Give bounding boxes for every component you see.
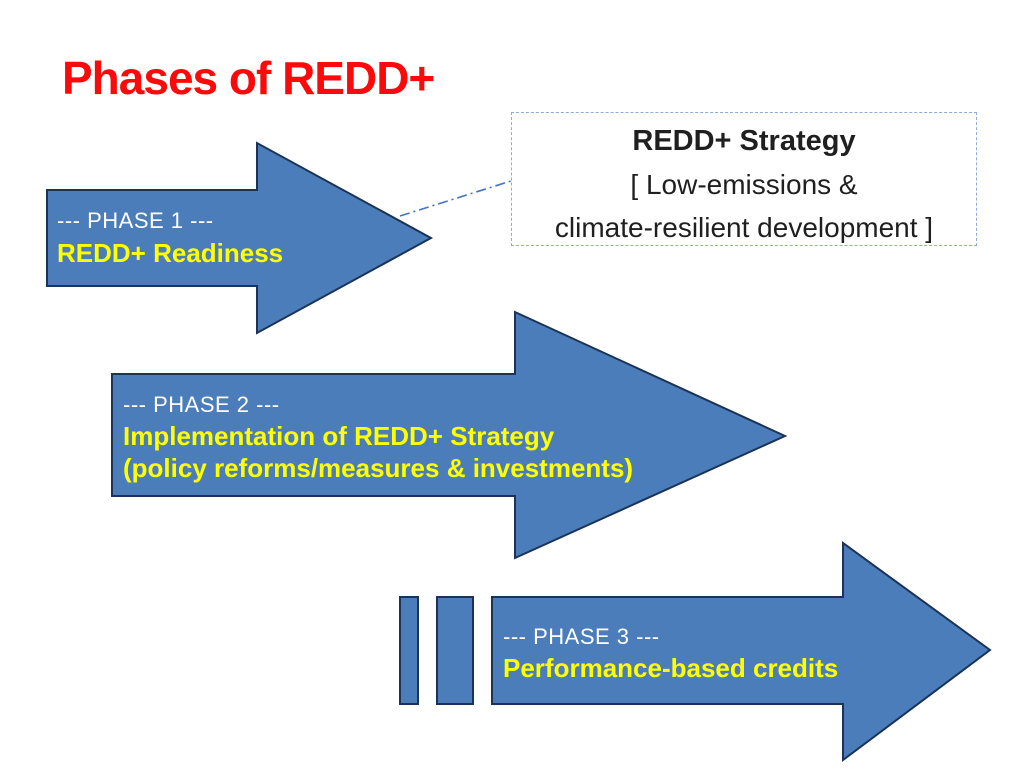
strategy-box: REDD+ Strategy [ Low-emissions & climate… <box>511 112 977 246</box>
phase-3-bar-large <box>436 596 474 705</box>
page-title: Phases of REDD+ <box>62 52 435 104</box>
connector-dash-dot-line <box>399 180 512 217</box>
phase-1-arrow <box>46 141 434 335</box>
phase-3-text-1: Performance-based credits <box>503 653 839 683</box>
phase-2-label: --- PHASE 2 --- <box>123 392 280 417</box>
phase-2-arrow <box>111 310 788 560</box>
strategy-box-line2: [ Low-emissions & <box>630 169 858 200</box>
phase-3-bar-small <box>399 596 419 705</box>
phase-1-text-1: REDD+ Readiness <box>57 238 284 268</box>
phase-2-label-block: --- PHASE 2 --- Implementation of REDD+ … <box>123 390 633 484</box>
strategy-box-line3: climate-resilient development ] <box>554 212 934 243</box>
phase-2-text-1: Implementation of REDD+ Strategy <box>123 421 555 451</box>
phase-1-label-block: --- PHASE 1 --- REDD+ Readiness <box>57 206 283 270</box>
phase-3-arrow <box>491 541 992 762</box>
phase-2-text-2: (policy reforms/measures & investments) <box>123 453 634 483</box>
strategy-box-title: REDD+ Strategy <box>632 125 856 157</box>
phase-3-label: --- PHASE 3 --- <box>503 624 660 649</box>
phase-3-label-block: --- PHASE 3 --- Performance-based credit… <box>503 622 838 684</box>
phase-1-label: --- PHASE 1 --- <box>57 208 214 233</box>
